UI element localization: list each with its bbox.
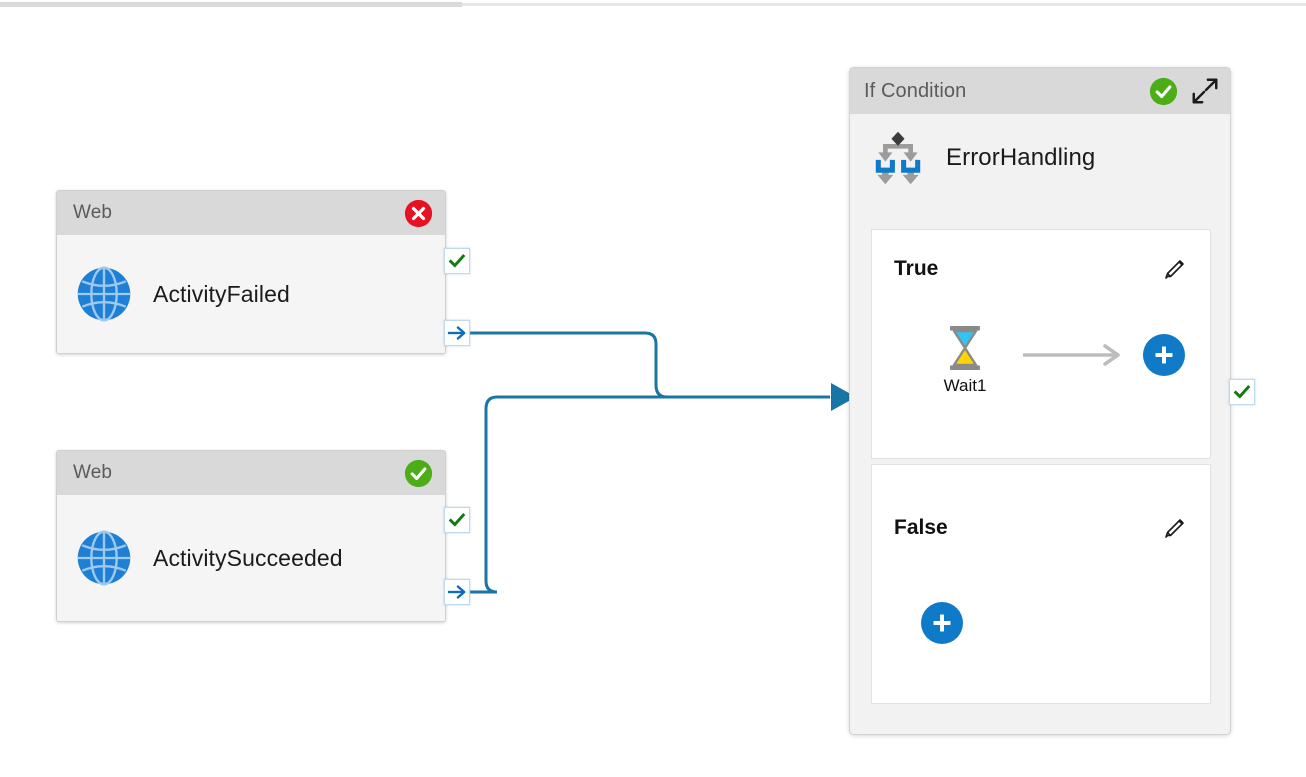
branch-true-header: True xyxy=(872,230,1210,282)
plus-icon xyxy=(933,614,951,632)
activity-card-header: Web xyxy=(57,191,445,235)
blue-arrow-icon xyxy=(447,585,466,599)
pencil-icon[interactable] xyxy=(1162,515,1188,541)
scrollbar-track[interactable] xyxy=(0,3,1306,6)
connector-activitysucceeded-to-ifcondition xyxy=(466,395,830,594)
green-check-icon xyxy=(448,254,466,268)
branch-activity-wait1[interactable]: Wait1 xyxy=(922,324,1008,396)
error-circle-icon xyxy=(404,199,433,227)
if-condition-title-row: ErrorHandling xyxy=(850,114,1230,188)
horizontal-scrollbar[interactable] xyxy=(0,0,1306,9)
success-circle-icon xyxy=(404,459,433,487)
add-activity-button-false[interactable] xyxy=(921,602,963,644)
if-condition-type-label: If Condition xyxy=(864,79,967,102)
branch-false-header: False xyxy=(872,465,1210,541)
gray-arrow-icon xyxy=(1023,344,1120,366)
activity-type-label: Web xyxy=(73,462,113,483)
plus-icon xyxy=(1155,346,1173,364)
green-check-icon xyxy=(448,513,466,527)
activity-name-label: ActivitySucceeded xyxy=(153,544,343,571)
activity-name-label: ActivityFailed xyxy=(153,280,290,307)
activity-type-label: Web xyxy=(73,202,113,223)
globe-icon xyxy=(77,530,131,586)
pencil-icon[interactable] xyxy=(1162,256,1188,282)
connector-activityfailed-to-ifcondition xyxy=(466,331,830,399)
green-check-icon xyxy=(1233,385,1251,399)
success-circle-icon xyxy=(1149,77,1178,105)
completion-dependency-tab-activitysucceeded[interactable] xyxy=(444,579,470,605)
success-dependency-tab-activityfailed[interactable] xyxy=(444,248,470,274)
if-condition-header: If Condition xyxy=(850,68,1230,114)
add-activity-button-true[interactable] xyxy=(1143,334,1185,376)
success-dependency-tab-ifcondition[interactable] xyxy=(1229,379,1255,405)
branch-false-label: False xyxy=(894,516,948,539)
if-condition-branch-icon xyxy=(875,131,921,185)
if-condition-container[interactable]: If Condition xyxy=(849,67,1231,735)
globe-icon xyxy=(77,266,131,322)
activity-card-activityfailed[interactable]: Web ActivityFailed xyxy=(56,190,446,354)
blue-arrow-icon xyxy=(447,326,466,340)
branch-false[interactable]: False xyxy=(871,464,1211,704)
hourglass-icon xyxy=(950,326,980,370)
collapse-diagonal-arrows-icon[interactable] xyxy=(1190,76,1220,106)
activity-card-body: ActivitySucceeded xyxy=(57,495,445,621)
activity-card-activitysucceeded[interactable]: Web ActivitySucceeded xyxy=(56,450,446,622)
completion-dependency-tab-activityfailed[interactable] xyxy=(444,320,470,346)
branch-true-label: True xyxy=(894,257,939,280)
branch-activity-label: Wait1 xyxy=(943,376,987,395)
success-dependency-tab-activitysucceeded[interactable] xyxy=(444,507,470,533)
activity-card-header: Web xyxy=(57,451,445,495)
scrollbar-thumb[interactable] xyxy=(0,2,462,7)
activity-card-body: ActivityFailed xyxy=(57,235,445,353)
if-condition-name-label: ErrorHandling xyxy=(946,144,1096,171)
branch-true[interactable]: True Wait1 xyxy=(871,229,1211,459)
